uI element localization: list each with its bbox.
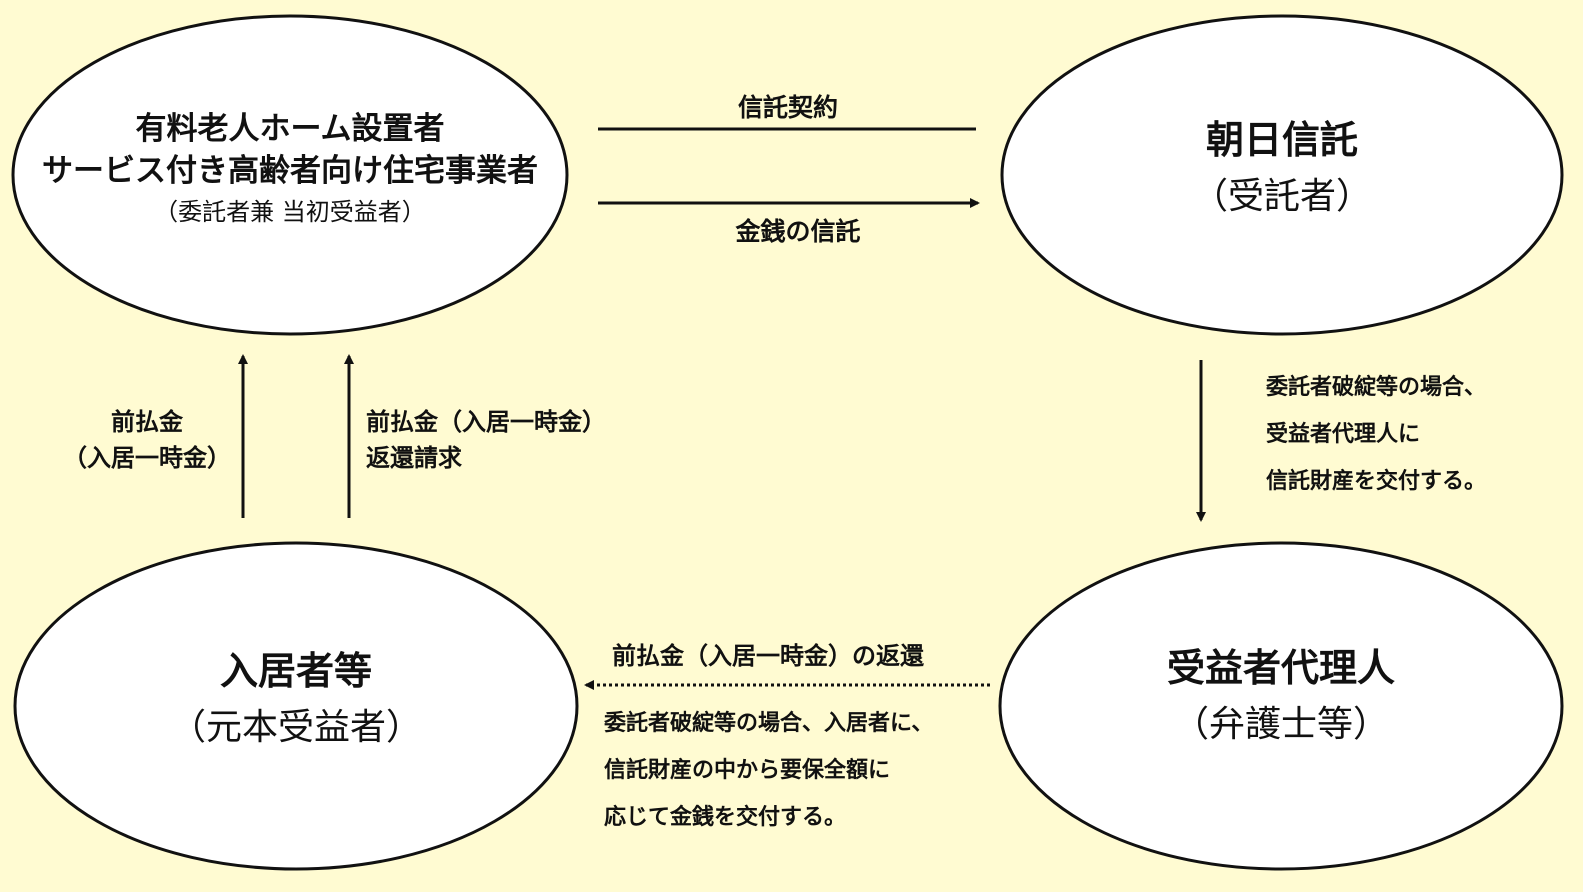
agent-node: 受益者代理人 （弁護士等） bbox=[1000, 643, 1562, 757]
operator-ellipse bbox=[11, 14, 569, 336]
prepayment-label-line-2: （入居一時金） bbox=[63, 444, 231, 472]
refund-request-label-line-2: 返還請求 bbox=[366, 444, 462, 472]
trust-delivery-note-2: 受益者代理人に bbox=[1266, 422, 1421, 447]
trustee-ellipse bbox=[1000, 14, 1564, 336]
refund-note-2: 信託財産の中から要保全額に bbox=[604, 758, 891, 783]
operator-node: 有料老人ホーム設置者 サービス付き高齢者向け住宅事業者 （委託者兼 当初受益者） bbox=[13, 108, 567, 232]
trust-delivery-note-1: 委託者破綻等の場合、 bbox=[1266, 375, 1487, 400]
prepayment-label: 前払金 （入居一時金） bbox=[62, 404, 232, 476]
agent-subtitle: （弁護士等） bbox=[1172, 704, 1389, 745]
operator-title-line-2: サービス付き高齢者向け住宅事業者 bbox=[42, 153, 538, 189]
prepayment-label-line-1: 前払金 bbox=[111, 408, 183, 436]
trust-delivery-note-3: 信託財産を交付する。 bbox=[1266, 469, 1487, 494]
trustee-subtitle: （受託者） bbox=[1191, 176, 1372, 217]
residents-title: 入居者等 bbox=[219, 649, 372, 693]
operator-title-line-1: 有料老人ホーム設置者 bbox=[135, 111, 445, 147]
operator-subtitle: （委託者兼 当初受益者） bbox=[154, 198, 426, 226]
agent-ellipse bbox=[998, 541, 1564, 871]
refund-request-label-line-1: 前払金（入居一時金） bbox=[366, 408, 606, 436]
refund-request-label: 前払金（入居一時金） 返還請求 bbox=[366, 404, 606, 476]
refund-label: 前払金（入居一時金）の返還 bbox=[612, 642, 924, 670]
residents-ellipse bbox=[13, 541, 579, 871]
money-trust-label: 金銭の信託 bbox=[735, 217, 861, 246]
residents-node: 入居者等 （元本受益者） bbox=[15, 646, 577, 760]
trust-contract-label: 信託契約 bbox=[737, 93, 838, 122]
residents-subtitle: （元本受益者） bbox=[169, 707, 422, 748]
refund-note-1: 委託者破綻等の場合、入居者に、 bbox=[604, 711, 934, 736]
trust-delivery-notes: 委託者破綻等の場合、 受益者代理人に 信託財産を交付する。 bbox=[1266, 364, 1486, 505]
trustee-title: 朝日信託 bbox=[1205, 118, 1358, 162]
trustee-node: 朝日信託 （受託者） bbox=[1002, 115, 1562, 229]
agent-title: 受益者代理人 bbox=[1166, 646, 1395, 690]
refund-note-3: 応じて金銭を交付する。 bbox=[604, 805, 847, 830]
refund-notes: 委託者破綻等の場合、入居者に、 信託財産の中から要保全額に 応じて金銭を交付する… bbox=[604, 700, 933, 841]
